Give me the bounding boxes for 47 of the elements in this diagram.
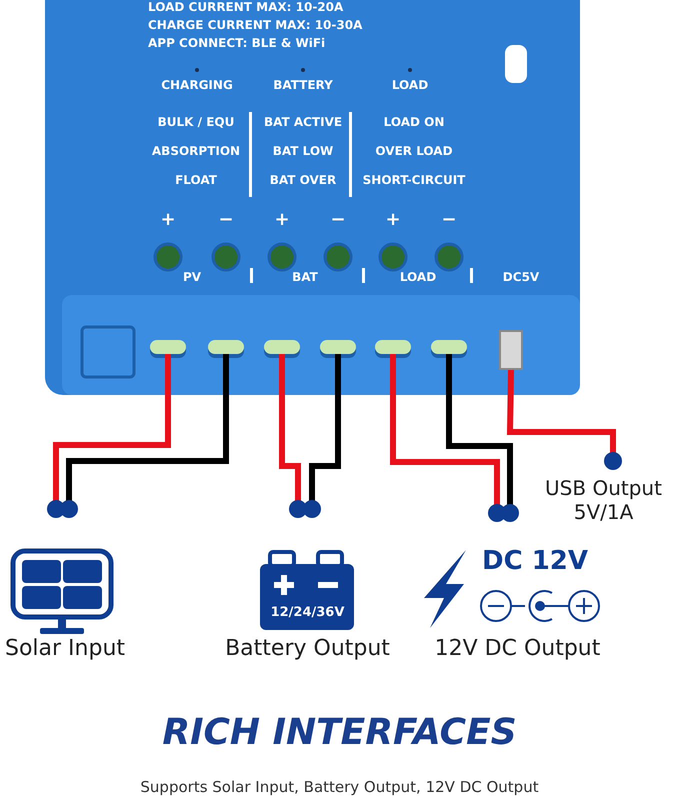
wire <box>390 354 506 522</box>
wire <box>60 354 229 518</box>
indicator-label: SHORT-CIRCUIT <box>362 173 466 187</box>
voltage-heading: DC 12V <box>482 546 588 576</box>
indicator-label: BAT ACTIVE <box>264 115 342 129</box>
terminal-slot <box>208 340 244 354</box>
terminal-slot <box>431 340 467 354</box>
port-label: PV <box>182 270 202 284</box>
indicator-label: CHARGING <box>161 78 233 92</box>
indicator-label: OVER LOAD <box>375 144 453 158</box>
port-label: LOAD <box>400 270 436 284</box>
wire <box>279 354 307 518</box>
polarity-sign: − <box>330 213 346 227</box>
indicator-label: BAT OVER <box>270 173 336 187</box>
indicator-label: LOAD <box>392 78 428 92</box>
polarity-sign: + <box>274 213 290 227</box>
indicator-label: LOAD ON <box>384 115 444 129</box>
wire <box>47 354 171 518</box>
polarity-sign: + <box>160 213 176 227</box>
caption: Supports Solar Input, Battery Output, 12V DC Output <box>140 778 539 796</box>
polarity-sign: − <box>441 213 457 227</box>
terminal-slot <box>150 340 186 354</box>
indicator-label: BATTERY <box>273 78 333 92</box>
terminal-slot <box>264 340 300 354</box>
indicator-label: BULK / EQU <box>158 115 234 129</box>
polarity-sign: − <box>218 213 234 227</box>
terminal-slot <box>375 340 411 354</box>
usb-port <box>499 330 523 370</box>
indicator-label: BAT LOW <box>272 144 334 158</box>
polarity-sign: + <box>385 213 401 227</box>
device-label: USB Output 5V/1A <box>544 476 663 524</box>
port-label: DC5V <box>502 270 540 284</box>
title: RICH INTERFACES <box>162 712 517 753</box>
spec-text: LOAD CURRENT MAX: 10-20A <box>148 0 344 14</box>
spec-text: APP CONNECT: BLE & WiFi <box>148 36 326 50</box>
wire <box>506 370 622 470</box>
spec-text: CHARGE CURRENT MAX: 10-30A <box>148 18 362 32</box>
wire <box>303 354 341 518</box>
device-label: Solar Input <box>4 636 126 661</box>
indicator-label: FLOAT <box>175 173 217 187</box>
indicator-label: ABSORPTION <box>152 144 240 158</box>
port-label: BAT <box>292 270 318 284</box>
terminal-slot <box>320 340 356 354</box>
battery-voltage-text: 12/24/36V <box>270 605 344 620</box>
device-label: Battery Output <box>225 636 390 661</box>
device-label: 12V DC Output <box>434 636 600 661</box>
wire <box>446 354 519 522</box>
